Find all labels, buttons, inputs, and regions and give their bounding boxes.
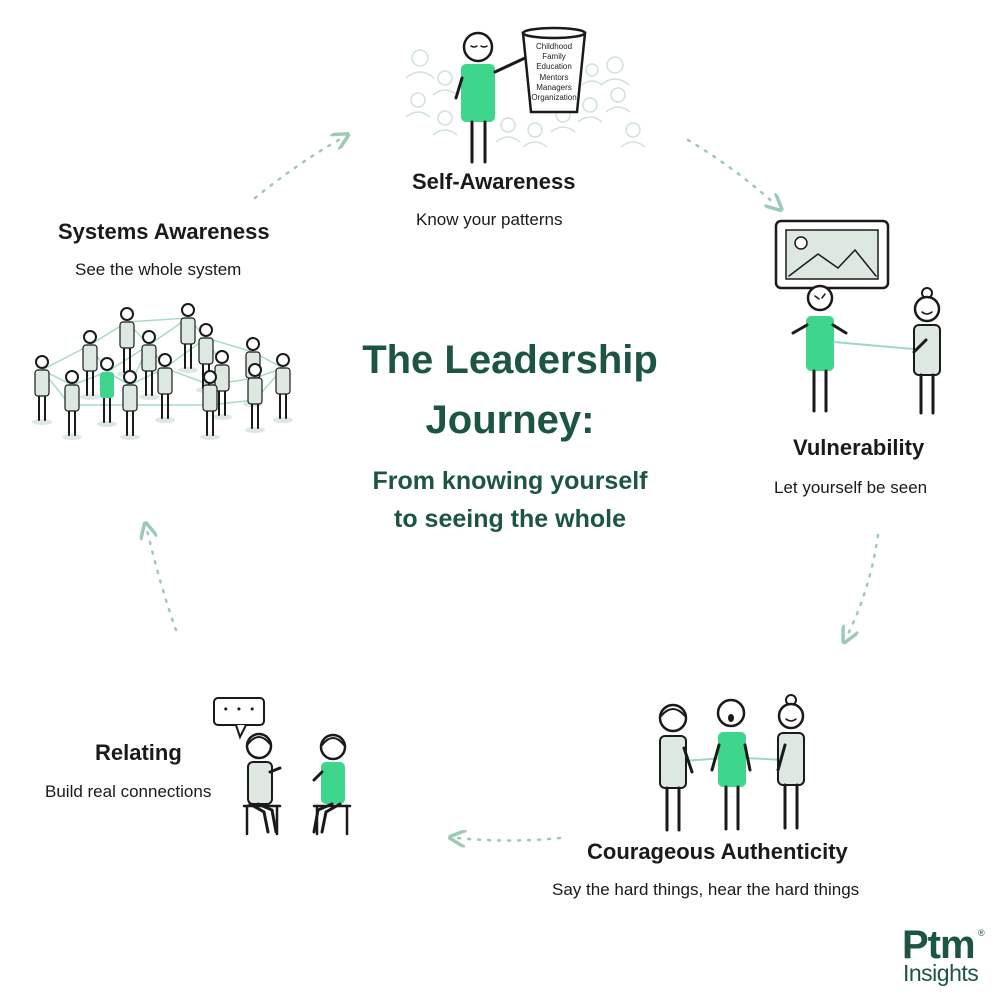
cup-label-family: Family <box>542 52 566 61</box>
systems-title: Systems Awareness <box>58 219 270 244</box>
network-person <box>273 353 293 423</box>
self-awareness-illustration <box>405 26 646 164</box>
arrow-self-to-vulnerability <box>686 138 776 205</box>
relating-subtitle: Build real connections <box>45 782 212 801</box>
network-person <box>120 370 140 440</box>
arrow-courage-to-relating <box>457 838 562 841</box>
cup-label-childhood: Childhood <box>535 42 573 51</box>
arrow-relating-to-systems <box>147 530 178 632</box>
network-person <box>212 350 232 420</box>
network-person <box>178 303 198 373</box>
network-person <box>155 353 175 423</box>
network-people <box>32 303 293 440</box>
cup-label-managers: Managers <box>536 83 572 92</box>
systems-network <box>32 303 293 440</box>
network-person <box>245 363 265 433</box>
arrow-vulnerability-to-courage <box>847 533 880 636</box>
vulnerability-title: Vulnerability <box>793 435 925 460</box>
relating-title: Relating <box>95 740 182 765</box>
ptm-logo: Ptm <box>902 923 976 967</box>
network-person <box>139 330 159 400</box>
cup-label-mentors: Mentors <box>539 73 569 82</box>
patterns-cup <box>521 26 587 114</box>
cup-label-organization: Organization <box>531 93 577 102</box>
network-person <box>97 357 117 427</box>
journey-subtitle-line2: to seeing the whole <box>394 505 626 533</box>
courageous-illustration <box>658 694 805 832</box>
network-person <box>80 330 100 400</box>
vulnerability-illustration <box>774 219 941 415</box>
background-crowd <box>405 49 646 148</box>
self-awareness-title: Self-Awareness <box>412 169 576 194</box>
journey-subtitle-line1: From knowing yourself <box>372 467 648 495</box>
cycle-arrows <box>147 138 880 841</box>
chair-right <box>312 804 352 836</box>
journey-title: The Leadership Journey: <box>300 330 720 450</box>
network-person <box>62 370 82 440</box>
chair-left <box>242 804 282 836</box>
vulnerability-subtitle: Let yourself be seen <box>774 478 928 497</box>
courageous-subtitle: Say the hard things, hear the hard thing… <box>552 880 860 899</box>
arrow-systems-to-self <box>253 138 342 200</box>
ptm-logo-insights: Insights <box>903 960 979 986</box>
network-person <box>117 307 137 377</box>
cup-label-education: Education <box>536 62 572 71</box>
journey-title-line1: The Leadership <box>362 338 658 382</box>
systems-subtitle: See the whole system <box>75 260 242 279</box>
speech-bubble-dots: • • • <box>222 703 256 716</box>
journey-subtitle: From knowing yourself to seeing the whol… <box>330 462 690 538</box>
courageous-title: Courageous Authenticity <box>587 839 848 864</box>
self-awareness-subtitle: Know your patterns <box>416 210 563 229</box>
network-person <box>200 370 220 440</box>
self-figure <box>454 31 527 164</box>
relating-illustration <box>213 697 352 836</box>
journey-title-line2: Journey: <box>425 398 595 442</box>
ptm-logo-registered: ® <box>978 928 985 938</box>
network-person <box>32 355 52 425</box>
